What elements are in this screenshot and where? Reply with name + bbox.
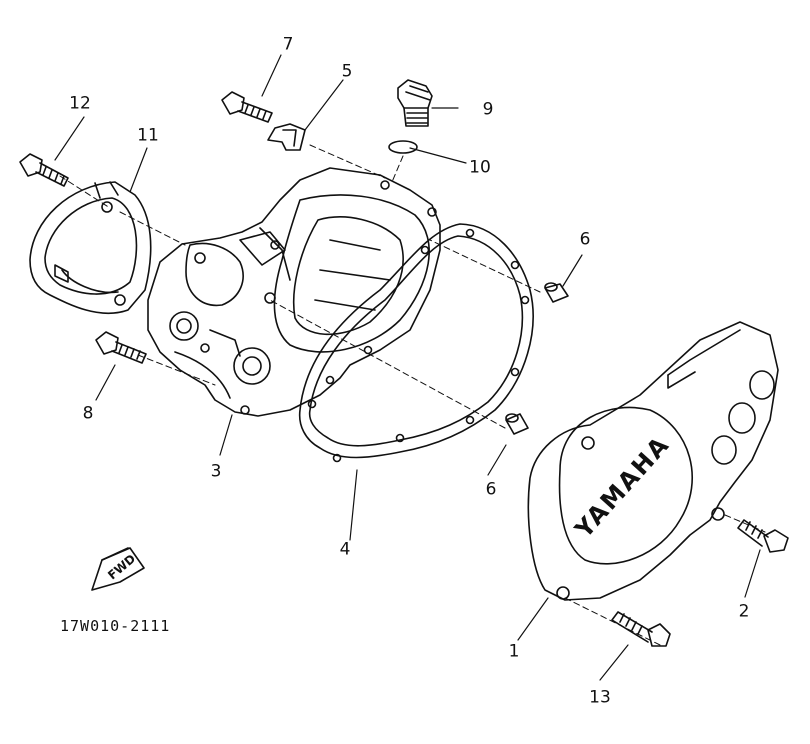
part-label-11: 11 [137,125,159,146]
part-7-bolt [221,91,273,123]
part-label-12: 12 [69,93,91,114]
part-label-10: 10 [469,157,491,178]
part-2-bolt [737,519,789,553]
part-label-13: 13 [589,687,611,708]
fwd-arrow-icon [91,547,145,591]
part-label-9: 9 [482,99,494,120]
part-label-2: 2 [738,601,750,622]
part-3-crankcase-cover [147,167,441,417]
part-label-1: 1 [508,641,520,662]
part-13-bolt [611,611,671,647]
assembly-lines [59,144,766,646]
part-6-dowel-upper [544,282,569,303]
part-10-o-ring [388,140,418,154]
part-label-6-upper: 6 [579,229,591,250]
part-12-bolt [19,153,69,187]
part-9-filler-plug [397,79,433,127]
part-5-clip [267,123,306,151]
part-label-7: 7 [282,34,294,55]
part-label-3: 3 [210,461,222,482]
diagram-code: 17W010-2111 [60,617,171,635]
part-8-bolt [95,331,147,364]
part-4-gasket [298,223,534,463]
part-1-outer-cover [527,321,779,601]
part-label-4: 4 [339,539,351,560]
part-6-dowel-lower [505,413,529,435]
part-label-6-lower: 6 [485,479,497,500]
part-11-clutch-cover [29,181,152,315]
part-label-5: 5 [341,61,353,82]
leader-lines [54,54,761,681]
part-label-8: 8 [82,403,94,424]
